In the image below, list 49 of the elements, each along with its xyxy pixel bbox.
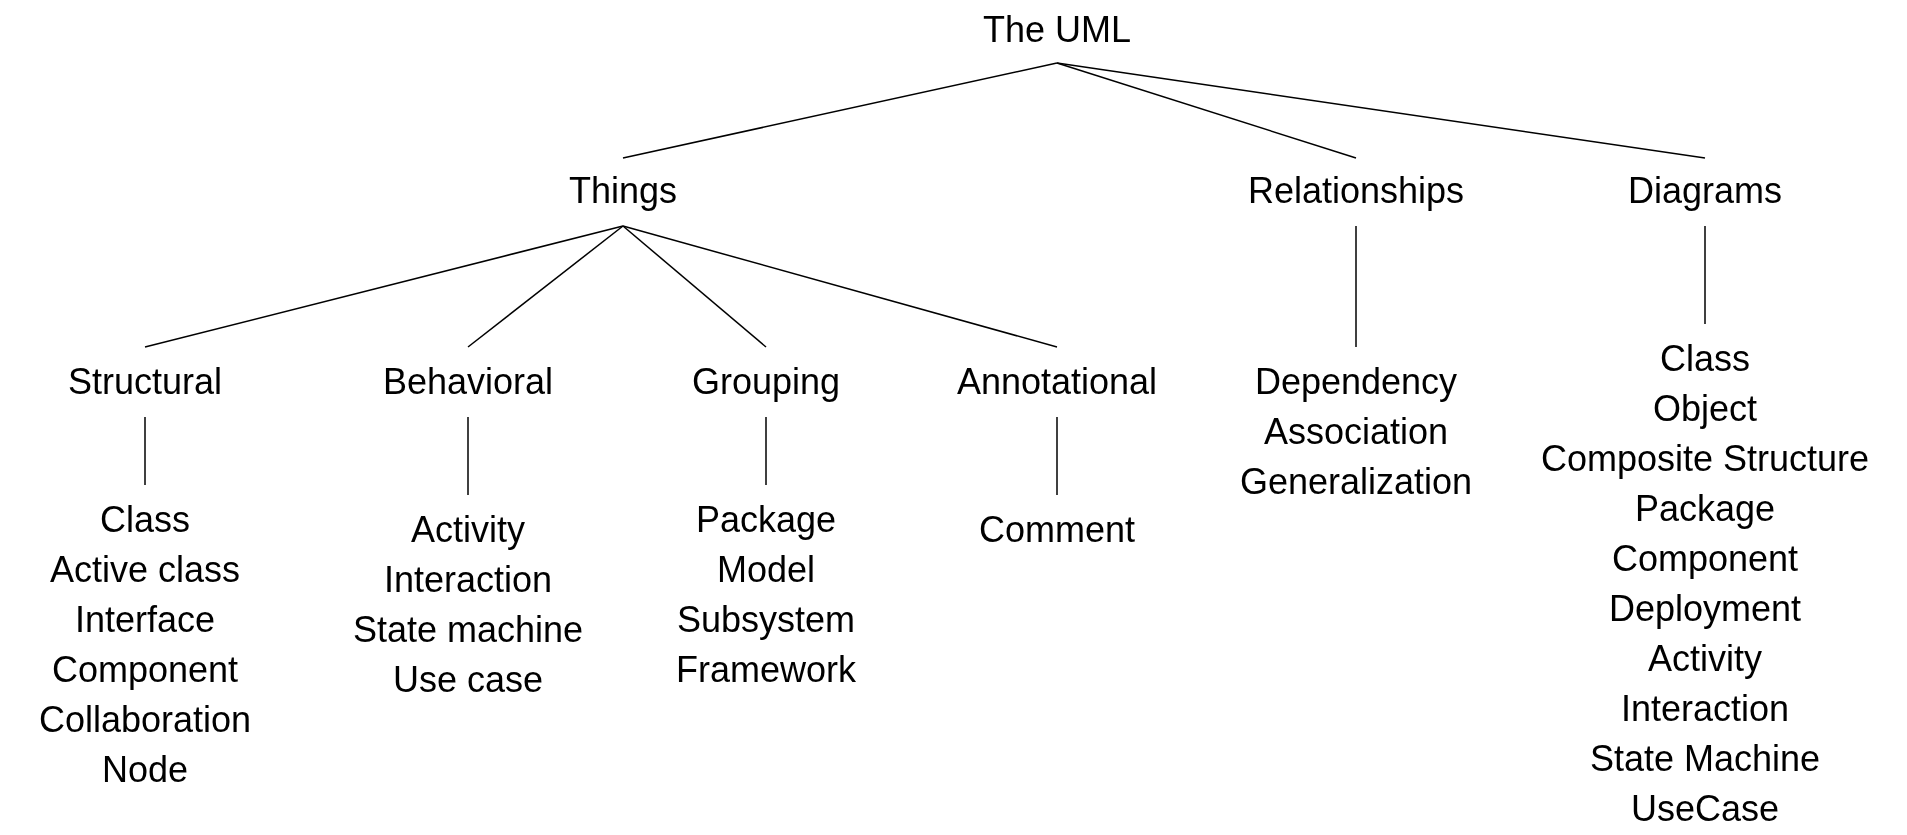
tree-label: Framework	[676, 648, 856, 692]
tree-label: State machine	[352, 608, 584, 652]
tree-label: The UML	[983, 8, 1131, 52]
connector-line	[144, 225, 624, 348]
tree-label: Collaboration	[38, 698, 252, 742]
tree-label: Interface	[74, 598, 216, 642]
connector-line	[1704, 225, 1706, 325]
tree-label: Things	[568, 169, 678, 213]
tree-label: Active class	[49, 548, 240, 592]
tree-label: Interaction	[1620, 687, 1790, 731]
tree-label: Deployment	[1608, 587, 1802, 631]
tree-label: Structural	[67, 360, 223, 404]
connector-line	[1056, 62, 1357, 159]
tree-label: Activity	[1648, 637, 1762, 681]
tree-label: Component	[51, 648, 239, 692]
tree-label: Activity	[411, 508, 525, 552]
connector-line	[622, 62, 1058, 159]
connector-line	[1056, 62, 1706, 159]
tree-label: Subsystem	[676, 598, 856, 642]
connector-line	[144, 416, 146, 486]
tree-label: Behavioral	[382, 360, 554, 404]
tree-label: State Machine	[1589, 737, 1821, 781]
tree-label: Package	[695, 498, 837, 542]
connector-line	[467, 416, 469, 496]
tree-label: Generalization	[1239, 460, 1473, 504]
tree-label: Model	[716, 548, 816, 592]
tree-label: Dependency	[1254, 360, 1458, 404]
tree-label: Relationships	[1247, 169, 1465, 213]
tree-label: Interaction	[383, 558, 553, 602]
tree-label: Use case	[392, 658, 544, 702]
tree-label: Node	[101, 748, 188, 792]
tree-label: Comment	[979, 508, 1135, 552]
tree-label: UseCase	[1630, 787, 1779, 831]
tree-label: Class	[1660, 337, 1750, 381]
tree-label: Grouping	[691, 360, 841, 404]
tree-label: Class	[100, 498, 190, 542]
tree-label: Association	[1263, 410, 1449, 454]
tree-label: Composite Structure	[1540, 437, 1870, 481]
tree-label: Object	[1653, 387, 1757, 431]
tree-label: Component	[1611, 537, 1799, 581]
tree-label: Package	[1634, 487, 1776, 531]
connector-line	[467, 225, 624, 348]
connector-line	[1355, 225, 1357, 348]
connector-line	[1056, 416, 1058, 496]
connector-line	[622, 225, 1058, 348]
tree-label: Annotational	[956, 360, 1158, 404]
connector-line	[765, 416, 767, 486]
connector-line	[622, 225, 767, 348]
tree-label: Diagrams	[1628, 169, 1782, 213]
